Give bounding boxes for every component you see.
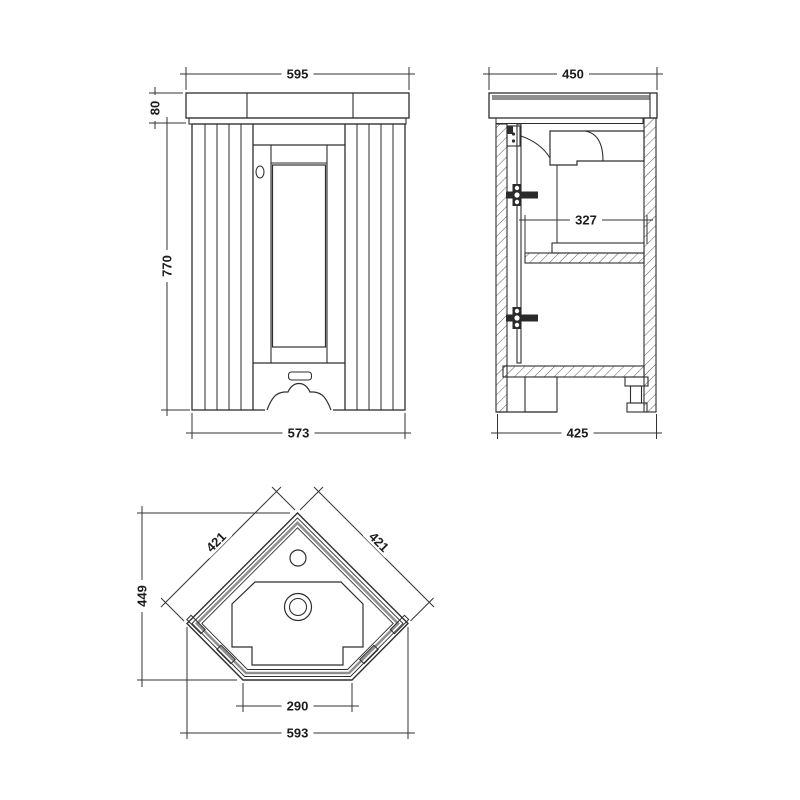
plan-depth-dimension: 449 bbox=[135, 585, 150, 607]
middle-shelf-section bbox=[524, 242, 645, 264]
side-door-section bbox=[506, 123, 551, 364]
door-panel bbox=[271, 164, 327, 348]
front-plinth bbox=[265, 371, 333, 412]
front-door bbox=[253, 144, 345, 364]
right-back-post-section bbox=[643, 117, 657, 413]
basin-top-surface bbox=[492, 95, 650, 100]
waste-outer-ring bbox=[283, 592, 313, 622]
worktop-gray-edge bbox=[195, 521, 400, 675]
front-elevation-view: 595 80 770 573 bbox=[148, 67, 415, 441]
side-depth-bottom-dimension: 425 bbox=[567, 426, 589, 441]
bottom-panel-section bbox=[496, 365, 645, 413]
corner-fixing-strips bbox=[186, 614, 410, 665]
door-knob bbox=[255, 165, 265, 179]
front-cabinet-body bbox=[191, 123, 406, 411]
side-dimensions bbox=[483, 67, 663, 439]
waste-hole bbox=[288, 597, 308, 617]
plan-worktop-outline bbox=[186, 512, 409, 681]
plan-basin-front-dimension: 290 bbox=[287, 699, 309, 714]
front-width-top-dimension: 595 bbox=[287, 67, 309, 82]
plan-basin bbox=[231, 549, 364, 666]
left-pilaster-flutes bbox=[204, 124, 242, 410]
tap-hole bbox=[289, 549, 307, 567]
basin-bowl-section bbox=[549, 130, 645, 243]
plan-width-dimension: 593 bbox=[287, 726, 309, 741]
right-pilaster-flutes bbox=[356, 124, 394, 410]
hinge-top bbox=[506, 184, 538, 206]
plinth-arch bbox=[266, 382, 332, 411]
hinge-bottom bbox=[506, 307, 538, 329]
side-depth-top-dimension: 450 bbox=[562, 67, 584, 82]
plinth-block-section bbox=[524, 376, 558, 413]
front-width-bottom-dimension: 573 bbox=[288, 426, 310, 441]
door-top-bracket bbox=[506, 125, 521, 147]
adjustable-foot bbox=[624, 376, 649, 413]
plinth-slot bbox=[287, 371, 313, 381]
side-internal-depth-dimension: 327 bbox=[575, 213, 597, 228]
door-swing-arc bbox=[520, 135, 551, 159]
side-section-view: 450 327 425 bbox=[483, 67, 663, 441]
side-worktop bbox=[488, 92, 658, 124]
front-height-dimension: 770 bbox=[160, 255, 175, 277]
front-top-height-dimension: 80 bbox=[148, 101, 163, 115]
